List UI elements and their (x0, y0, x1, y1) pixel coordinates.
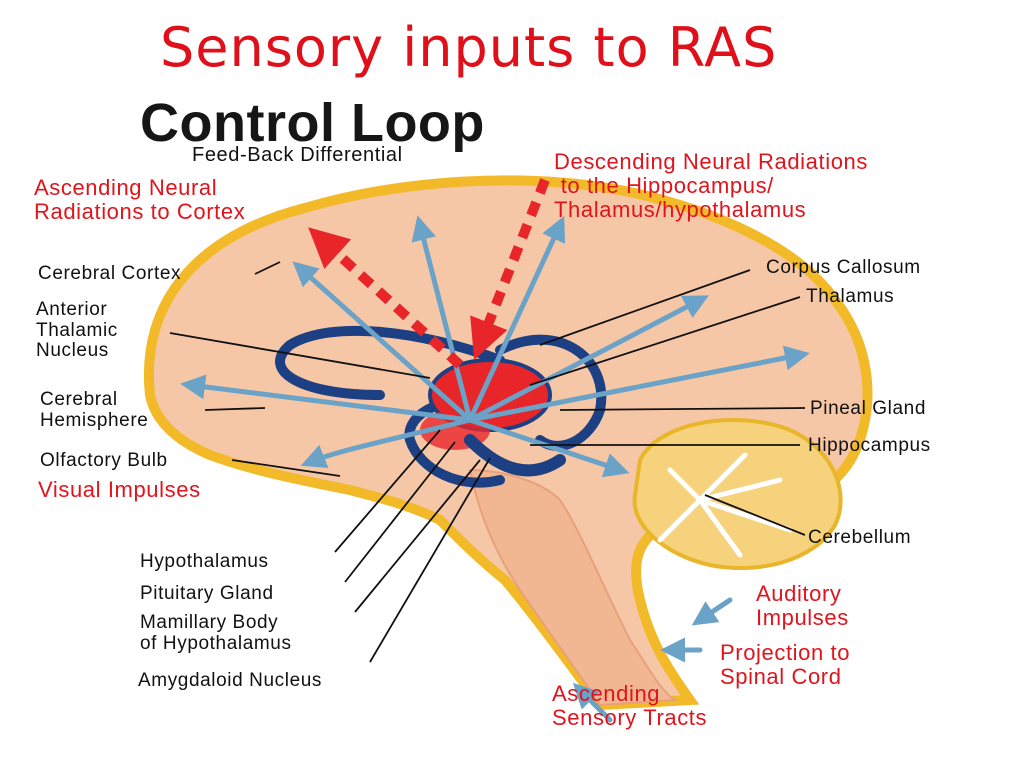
descending-radiations-label: Descending Neural Radiations to the Hipp… (554, 149, 868, 222)
leader-lines (169, 261, 806, 663)
pineal-gland-label: Pineal Gland (810, 398, 926, 419)
corpus-callosum-label: Corpus Callosum (766, 257, 921, 278)
cerebellum-folia (657, 452, 793, 558)
amygdaloid-nucleus-label: Amygdaloid Nucleus (138, 670, 322, 691)
mamillary-body-label: Mamillary Body of Hypothalamus (140, 612, 292, 654)
auditory-impulses-label: Auditory Impulses (756, 581, 849, 630)
thalamus-label: Thalamus (806, 286, 895, 307)
cerebral-cortex-label: Cerebral Cortex (38, 263, 182, 284)
hypothalamus-label: Hypothalamus (140, 551, 269, 572)
feedback-arrows (308, 178, 550, 369)
projection-spinal-cord-label: Projection to Spinal Cord (720, 640, 851, 689)
slide-title: Sensory inputs to RAS (160, 16, 778, 79)
hippocampus-label: Hippocampus (808, 435, 931, 456)
feedback-differential-label: Feed-Back Differential (192, 144, 403, 166)
ascending-sensory-tracts-label: Ascending Sensory Tracts (552, 681, 708, 730)
brainstem-shape (468, 468, 679, 707)
control-loop-heading: Control Loop (140, 93, 485, 153)
cerebral-hemisphere-label: Cerebral Hemisphere (40, 389, 149, 431)
sensory-input-arrows (572, 597, 733, 723)
anterior-thalamic-nucleus-label: Anterior Thalamic Nucleus (36, 299, 118, 362)
cerebellum-label: Cerebellum (808, 527, 912, 548)
olfactory-bulb-label: Olfactory Bulb (40, 450, 168, 471)
ascending-radiations-label: Ascending Neural Radiations to Cortex (34, 175, 246, 224)
ascending-radiations (180, 215, 810, 478)
visual-impulses-label: Visual Impulses (38, 477, 201, 502)
pituitary-gland-label: Pituitary Gland (140, 583, 274, 604)
hippocampal-arc (464, 434, 566, 477)
